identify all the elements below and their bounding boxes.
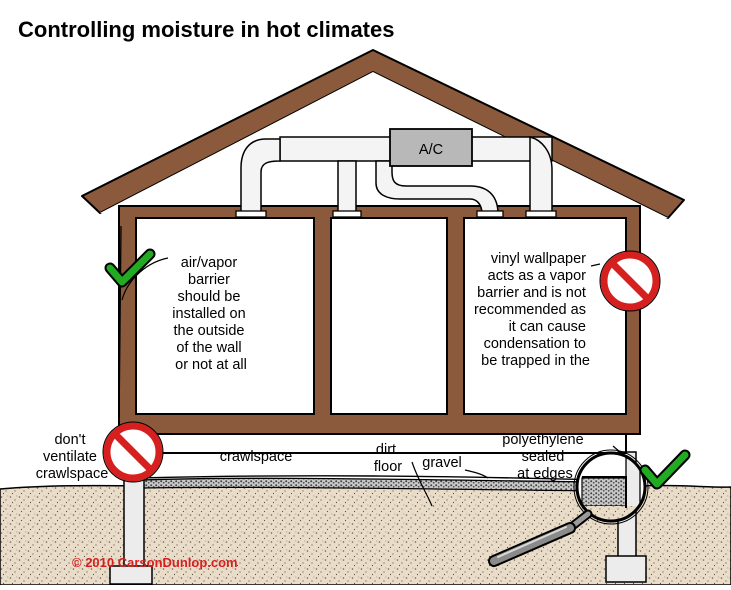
ac-label: A/C: [419, 142, 443, 158]
checkmark-icon: [104, 248, 156, 288]
copyright-text: © 2010 CarsonDunlop.com: [72, 555, 238, 570]
dont-ventilate-note: don't ventilate crawlspace: [36, 432, 109, 482]
air-barrier-note: air/vapor barrier should be installed on…: [172, 255, 249, 373]
ac-unit: A/C: [389, 128, 473, 167]
diagram-title: Controlling moisture in hot climates: [18, 17, 394, 42]
magnifier-icon: [488, 449, 649, 567]
crawlspace-label: crawlspace: [220, 449, 293, 465]
checkmark-icon: [639, 449, 691, 490]
vinyl-wallpaper-note: vinyl wallpaper acts as a vapor barrier …: [474, 251, 590, 369]
polyethylene-sheet: [139, 475, 616, 481]
gravel-label: gravel: [422, 455, 462, 471]
dirt-floor-label: dirt floor: [374, 442, 402, 475]
prohibited-icon: [102, 421, 164, 483]
polyethylene-note: polyethylene sealed at edges: [502, 432, 587, 482]
prohibited-icon: [599, 250, 661, 312]
